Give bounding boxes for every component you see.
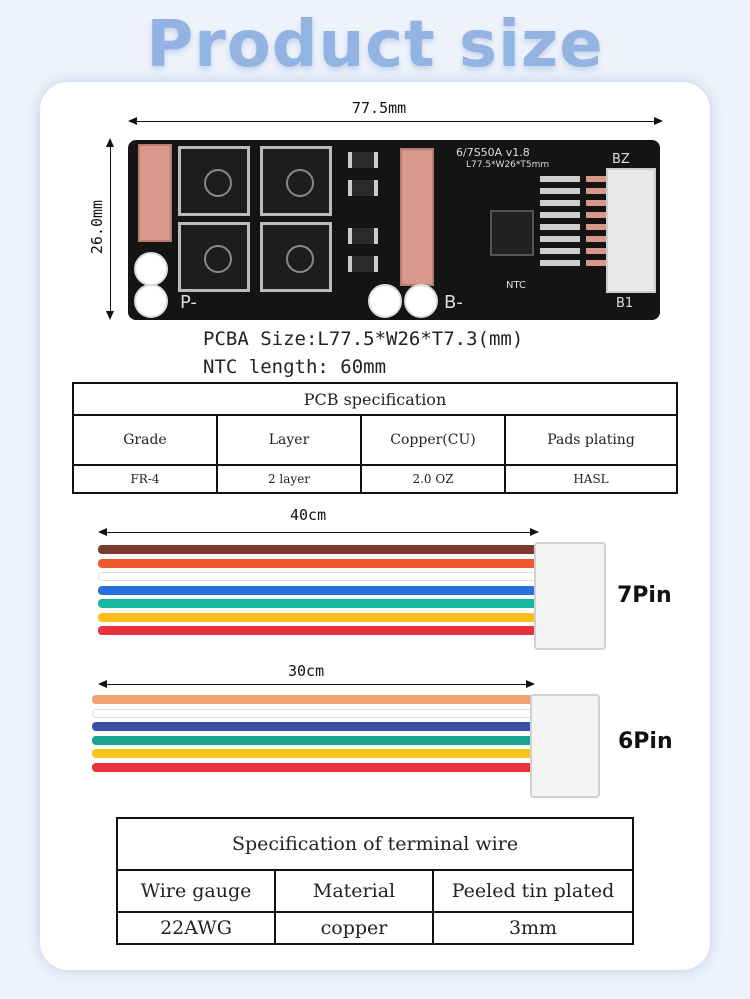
silk-bz: BZ	[612, 152, 630, 167]
pcb-spec-header: Grade	[72, 414, 218, 466]
terminal-spec-value: copper	[274, 911, 434, 945]
pcb-spec-caption: PCB specification	[72, 382, 678, 416]
pcba-size-text: PCBA Size:L77.5*W26*T7.3(mm)	[203, 328, 524, 350]
wire-strand	[98, 572, 538, 581]
page-title: Product size	[146, 8, 604, 82]
terminal-spec-header: Wire gauge	[116, 869, 276, 913]
pcb-spec-value: FR-4	[72, 464, 218, 494]
terminal-spec-caption: Specification of terminal wire	[116, 817, 634, 871]
wire-6pin-length-label: 30cm	[288, 662, 325, 680]
wire-6pin-plug	[530, 694, 600, 798]
silk-p-minus: P-	[180, 292, 197, 313]
wire-strand	[92, 722, 534, 731]
wire-strand	[92, 749, 534, 758]
terminal-spec-value: 22AWG	[116, 911, 276, 945]
pcb-spec-header: Pads plating	[504, 414, 678, 466]
mosfet	[178, 222, 250, 292]
mount-hole	[368, 284, 402, 318]
silk-size: L77.5*W26*T5mm	[466, 160, 550, 170]
wire-6pin-label: 6Pin	[618, 729, 673, 754]
silk-model: 6/7S50A v1.8	[456, 146, 530, 159]
terminal-spec-table: Specification of terminal wire Wire gaug…	[116, 817, 634, 945]
pcb-width-label: 26.0mm	[88, 199, 107, 255]
wire-strand	[92, 708, 534, 718]
component-array	[586, 170, 606, 270]
pcb-pad-left	[138, 144, 172, 242]
wire-strand	[98, 599, 538, 608]
pcb-spec-header: Copper(CU)	[360, 414, 506, 466]
pcb-pad-mid	[400, 148, 434, 286]
pcb-connector	[606, 168, 656, 293]
wire-strand	[92, 695, 534, 704]
pcb-spec-table: PCB specification Grade Layer Copper(CU)…	[72, 382, 678, 494]
mosfet	[260, 146, 332, 216]
silk-b1: B1	[616, 296, 634, 311]
resistor	[348, 180, 378, 196]
terminal-spec-header: Material	[274, 869, 434, 913]
wire-strand	[98, 585, 538, 595]
wire-strand	[92, 762, 534, 772]
mount-hole	[134, 252, 168, 286]
silk-ntc: NTC	[506, 280, 526, 291]
wire-strand	[98, 558, 538, 568]
pcb-spec-value: 2.0 OZ	[360, 464, 506, 494]
wire-strand	[98, 612, 538, 622]
wire-7pin-label: 7Pin	[617, 583, 672, 608]
resistor	[348, 228, 378, 244]
resistor	[348, 256, 378, 272]
pcb-board-image: 6/7S50A v1.8 L77.5*W26*T5mm BZ B1 P- B- …	[128, 140, 660, 320]
terminal-spec-value: 3mm	[432, 911, 634, 945]
wire-strand	[98, 626, 538, 635]
pcb-length-label: 77.5mm	[352, 99, 407, 117]
wire-strand	[98, 545, 538, 554]
mount-hole	[404, 284, 438, 318]
mount-hole	[134, 284, 168, 318]
pcb-spec-header: Layer	[216, 414, 362, 466]
terminal-spec-header: Peeled tin plated	[432, 869, 634, 913]
resistor	[348, 152, 378, 168]
pcb-spec-value: HASL	[504, 464, 678, 494]
component-array	[540, 170, 580, 270]
wire-strand	[92, 735, 534, 745]
mosfet	[178, 146, 250, 216]
ntc-length-text: NTC length: 60mm	[203, 356, 387, 378]
ic-chip	[490, 210, 534, 256]
silk-b-minus: B-	[444, 292, 463, 313]
wire-7pin-plug	[534, 542, 606, 650]
wire-7pin-length-label: 40cm	[290, 506, 327, 524]
pcb-spec-value: 2 layer	[216, 464, 362, 494]
mosfet	[260, 222, 332, 292]
